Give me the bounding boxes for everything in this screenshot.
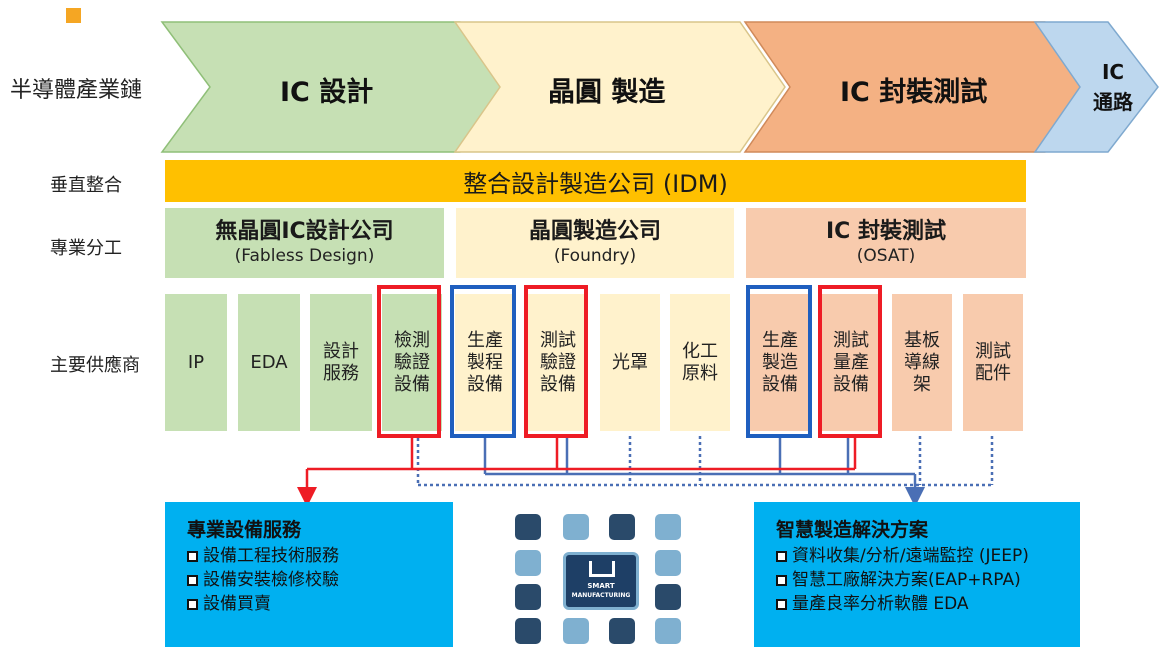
robot-arm-icon <box>515 550 541 576</box>
chain-row-label: 半導體產業鏈 <box>10 78 143 103</box>
dashboard-icon <box>515 618 541 644</box>
checkbox-icon <box>776 551 787 562</box>
division-fabless-title: 無晶圓IC設計公司 <box>215 219 394 244</box>
supplier-inspection-equipment: 檢測 驗證 設備 <box>382 294 442 431</box>
highlight-frame-red <box>524 285 588 438</box>
division-foundry-title: 晶圓製造公司 <box>528 219 661 244</box>
panel-item: 資料收集/分析/遠端監控 (JEEP) <box>776 544 1080 568</box>
factory-hub: SMART MANUFACTURING <box>563 552 639 610</box>
panel-item: 設備安裝檢修校驗 <box>187 568 453 592</box>
equipment-service-panel: 專業設備服務 設備工程技術服務 設備安裝檢修校驗 設備買賣 <box>165 502 453 647</box>
checkbox-icon <box>187 599 198 610</box>
division-osat: IC 封裝測試 (OSAT) <box>746 208 1026 278</box>
row-label-vertical: 垂直整合 <box>50 175 122 196</box>
supplier-test-verify-equipment: 測試 驗證 設備 <box>528 294 588 431</box>
cloud-icon <box>563 514 589 540</box>
accent-square <box>66 8 81 23</box>
idm-bar: 整合設計製造公司 (IDM) <box>165 160 1026 202</box>
highlight-frame-red <box>377 285 441 438</box>
row-label-division: 專業分工 <box>50 238 122 259</box>
panel-item: 智慧工廠解決方案(EAP+RPA) <box>776 568 1080 592</box>
stage-wafer-fab-label: 晶圓 製造 <box>548 77 666 108</box>
lock-icon <box>655 584 681 610</box>
hub-caption-2: MANUFACTURING <box>571 592 631 599</box>
panel-title: 智慧製造解決方案 <box>776 519 929 541</box>
division-fabless: 無晶圓IC設計公司 (Fabless Design) <box>165 208 444 278</box>
blue-dotted-connector <box>416 436 994 487</box>
checkbox-icon <box>187 551 198 562</box>
supplier-test-production-equipment: 測試 量產 設備 <box>821 294 881 431</box>
value-chain-arrows <box>160 21 1159 153</box>
chevron-channel <box>1033 21 1159 153</box>
division-osat-title: IC 封裝測試 <box>826 219 946 244</box>
panel-item: 設備買賣 <box>187 592 453 616</box>
supplier-photomask: 光罩 <box>600 294 660 431</box>
stage-channel-label-1: IC <box>1101 60 1125 84</box>
stage-ic-design-label: IC 設計 <box>280 77 374 108</box>
highlight-frame-blue <box>450 285 516 438</box>
division-osat-sub: (OSAT) <box>856 246 916 266</box>
division-fabless-sub: (Fabless Design) <box>234 246 375 266</box>
analytics-icon <box>655 618 681 644</box>
supplier-eda: EDA <box>238 294 300 431</box>
stage-channel-label-2: 通路 <box>1093 90 1133 114</box>
growth-chart-icon <box>563 618 589 644</box>
checkbox-icon <box>776 599 787 610</box>
ai-icon <box>515 584 541 610</box>
supplier-chemicals: 化工 原料 <box>670 294 730 431</box>
checkbox-icon <box>776 575 787 586</box>
supplier-manufacturing-equipment: 生產 製造 設備 <box>750 294 810 431</box>
network-icon <box>655 550 681 576</box>
database-icon <box>609 618 635 644</box>
stage-packaging-label: IC 封裝測試 <box>840 77 988 108</box>
smart-manufacturing-panel: 智慧製造解決方案 資料收集/分析/遠端監控 (JEEP) 智慧工廠解決方案(EA… <box>754 502 1080 647</box>
panel-item: 量產良率分析軟體 EDA <box>776 592 1080 616</box>
smart-manufacturing-graphic: SMART MANUFACTURING <box>505 512 705 647</box>
idm-label: 整合設計製造公司 (IDM) <box>463 169 728 198</box>
panel-title: 專業設備服務 <box>187 519 302 541</box>
division-foundry: 晶圓製造公司 (Foundry) <box>456 208 734 278</box>
chat-icon <box>515 514 541 540</box>
highlight-frame-blue <box>746 285 812 438</box>
checkbox-icon <box>187 575 198 586</box>
factory-icon <box>589 561 615 577</box>
supplier-ip: IP <box>165 294 227 431</box>
supplier-substrate-leadframe: 基板 導線 架 <box>892 294 952 431</box>
row-label-suppliers: 主要供應商 <box>50 355 140 376</box>
supplier-process-equipment: 生產 製程 設備 <box>455 294 515 431</box>
monitor-icon <box>609 514 635 540</box>
division-foundry-sub: (Foundry) <box>553 246 637 266</box>
hub-caption-1: SMART <box>587 582 615 590</box>
chevron-wafer-fab <box>453 21 786 153</box>
highlight-frame-red <box>818 285 882 438</box>
supplier-design-service: 設計 服務 <box>310 294 372 431</box>
red-connector <box>307 438 857 471</box>
gear-icon <box>655 514 681 540</box>
supplier-test-accessories: 測試 配件 <box>963 294 1023 431</box>
panel-item: 設備工程技術服務 <box>187 544 453 568</box>
